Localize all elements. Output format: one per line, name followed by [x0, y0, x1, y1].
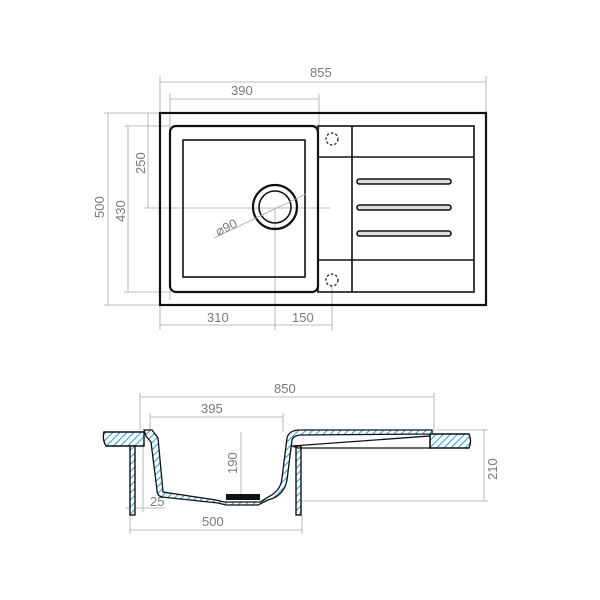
- dim-label-210: 210: [485, 458, 500, 480]
- dim-label-150: 150: [292, 310, 314, 325]
- side-view: 850 395 190 210 25 500: [102, 381, 500, 534]
- dim-bowl-height: 430: [113, 125, 170, 293]
- dim-bowl-depth: 190: [225, 432, 242, 496]
- bowl-inner: [182, 139, 306, 278]
- dim-label-390: 390: [231, 83, 253, 98]
- dim-label-25: 25: [150, 494, 164, 509]
- dim-overall-width: 855: [159, 65, 487, 112]
- dim-side-overall: 850: [139, 381, 435, 432]
- dim-total-depth: 210: [300, 429, 500, 502]
- tap-hole-top-icon: [325, 132, 339, 146]
- dim-label-d90: ⌀90: [213, 216, 240, 239]
- sink-outer-outline: [158, 111, 488, 307]
- tap-hole-bottom-icon: [325, 273, 339, 287]
- dim-label-500: 500: [92, 196, 107, 218]
- top-view: 855 390 500 430 250: [92, 65, 488, 330]
- countertop-left: [102, 431, 145, 447]
- drainboard-underside: [291, 435, 431, 449]
- dim-label-850: 850: [274, 381, 296, 396]
- bowl-rim: [168, 124, 320, 294]
- dim-label-500-side: 500: [202, 514, 224, 529]
- dim-label-855: 855: [310, 65, 332, 80]
- drain-bottom: [226, 494, 260, 500]
- cabinet-wall-right: [295, 445, 302, 516]
- dim-bowl-width: 390: [169, 83, 320, 300]
- dim-label-190: 190: [225, 452, 240, 474]
- drain-outer-ring: [251, 183, 299, 231]
- dim-label-395: 395: [201, 401, 223, 416]
- dim-label-310: 310: [207, 310, 229, 325]
- cabinet-wall-left: [129, 445, 136, 516]
- dim-cabinet-width: 500: [129, 514, 303, 534]
- dim-bottom: 310 150: [159, 210, 333, 330]
- dim-label-250: 250: [133, 152, 148, 174]
- drain-diameter-leader: [213, 193, 307, 239]
- dim-overall-height: 500: [92, 112, 160, 306]
- countertop-right: [429, 433, 472, 449]
- sink-cross-section: [143, 429, 433, 506]
- drainboard-grooves: [356, 178, 452, 237]
- dim-side-bowl-width: 395: [149, 401, 284, 432]
- drainboard-outline: [317, 125, 475, 293]
- dim-label-430: 430: [113, 200, 128, 222]
- drain-hole: [258, 190, 292, 224]
- dim-drain-from-top: 250: [133, 113, 330, 209]
